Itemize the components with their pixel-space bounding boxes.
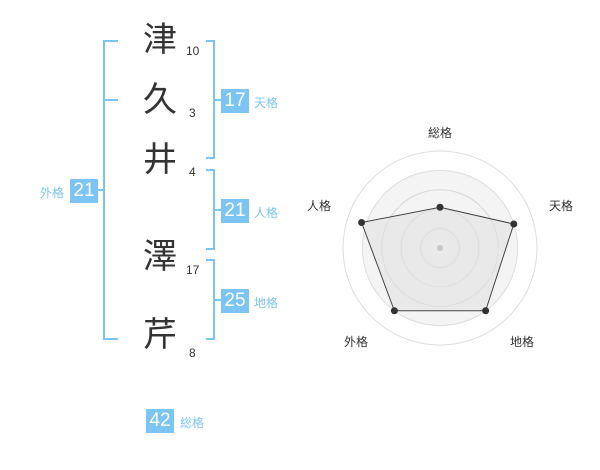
name-char-3-strokes: 4	[189, 165, 196, 179]
name-char-5-strokes: 8	[189, 346, 196, 360]
radar-axis-label-1: 総格	[428, 125, 452, 140]
name-char-4-strokes: 17	[186, 263, 200, 277]
jinkaku-badge: 21	[221, 199, 249, 223]
name-char-2-strokes: 3	[189, 106, 196, 120]
radar-series-polygon	[360, 206, 515, 312]
name-char-1: 津	[143, 20, 177, 60]
radar-point-1	[436, 203, 444, 211]
radar-center-dot	[437, 245, 443, 251]
jinkaku-label: 人格	[254, 206, 279, 220]
name-char-5: 芹	[143, 315, 177, 355]
name-char-2: 久	[143, 80, 177, 120]
soukaku-label: 総格	[180, 416, 205, 430]
radar-axis-label-5: 人格	[307, 198, 331, 213]
radar-axis-label-4: 外格	[344, 334, 368, 349]
chikaku-badge: 25	[221, 289, 249, 313]
radar-axis-label-3: 地格	[510, 334, 534, 349]
radar-point-3	[482, 307, 490, 315]
gaikaku-badge: 21	[70, 179, 98, 203]
radar-point-5	[358, 219, 366, 227]
radar-point-2	[510, 220, 518, 228]
radar-axis-label-2: 天格	[549, 198, 573, 213]
gaikaku-label: 外格	[40, 186, 65, 200]
name-char-3: 井	[143, 140, 177, 180]
name-char-1-strokes: 10	[186, 44, 200, 58]
tenkaku-badge: 17	[221, 89, 249, 113]
chikaku-label: 地格	[254, 296, 279, 310]
soukaku-badge: 42	[146, 409, 174, 433]
tenkaku-label: 天格	[254, 96, 279, 110]
radar-point-4	[390, 307, 398, 315]
name-char-4: 澤	[143, 237, 177, 277]
